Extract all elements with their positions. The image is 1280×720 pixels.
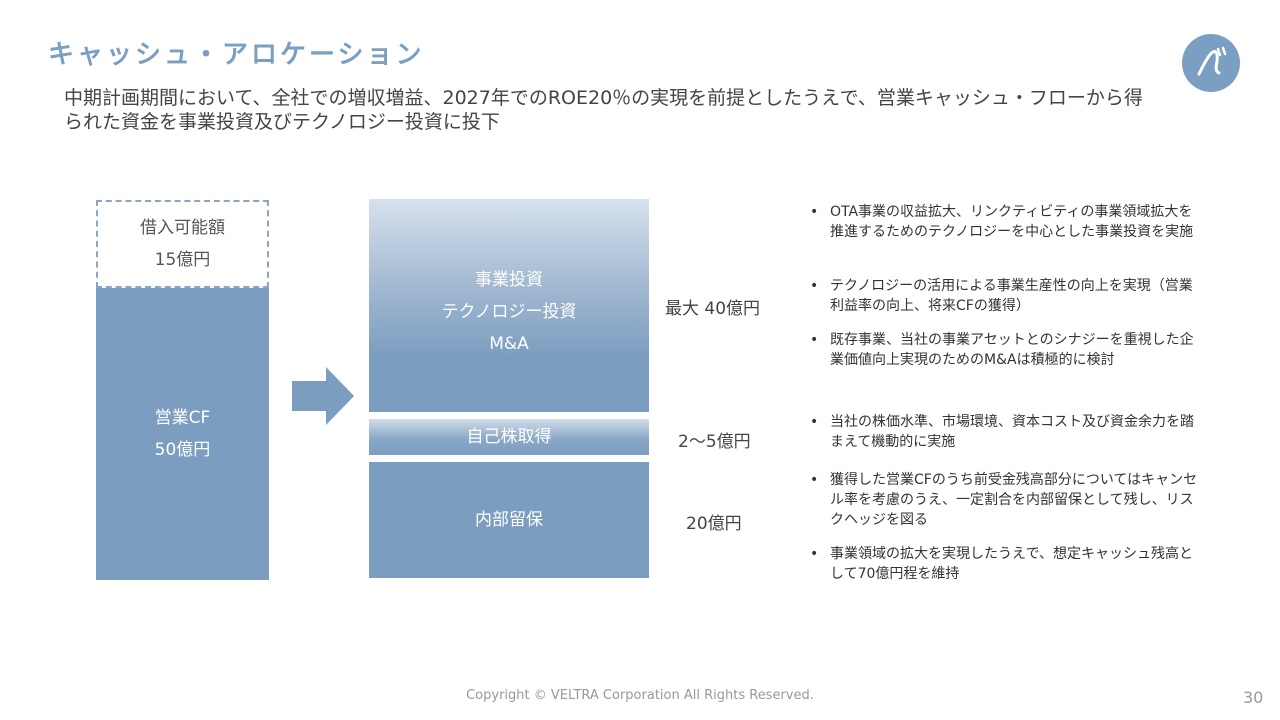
operating-cf-amount: 50億円 [154, 440, 211, 460]
investment-amount: 最大 40億円 [665, 299, 761, 319]
retained-earnings-label: 内部留保 [475, 510, 543, 530]
investment-line-ma: M&A [489, 333, 529, 354]
investment-line-technology: テクノロジー投資 [441, 301, 577, 322]
investment-box: 事業投資 テクノロジー投資 M&A [369, 199, 649, 412]
bullet-marker: • [810, 546, 819, 562]
operating-cf-label: 営業CF [154, 408, 211, 428]
retained-earnings-box: 内部留保 [369, 462, 649, 578]
list-item: • 当社の株価水準、市場環境、資本コスト及び資金余力を踏まえて機動的に実施 [810, 414, 1194, 450]
page-subtitle: 中期計画期間において、全社での増収増益、2027年でのROE20％の実現を前提と… [64, 87, 1143, 133]
list-item: • 既存事業、当社の事業アセットとのシナジーを重視した企業価値向上実現のためのM… [810, 332, 1194, 368]
borrowing-capacity-box: 借入可能額 15億円 [96, 200, 269, 288]
veltra-logo-icon [1182, 34, 1240, 92]
bullet-marker: • [810, 414, 819, 430]
share-buyback-amount: 2〜5億円 [678, 432, 751, 452]
bullet-marker: • [810, 278, 819, 294]
bullet-marker: • [810, 332, 819, 348]
borrowing-capacity-label: 借入可能額 [140, 218, 225, 238]
list-item: • 獲得した営業CFのうち前受金残高部分についてはキャンセル率を考慮のうえ、一定… [810, 472, 1198, 528]
right-arrow-icon [292, 367, 354, 425]
list-item: • 事業領域の拡大を実現したうえで、想定キャッシュ残高として70億円程を維持 [810, 546, 1194, 582]
bullet-marker: • [810, 204, 819, 220]
copyright-footer: Copyright © VELTRA Corporation All Right… [466, 688, 814, 703]
page-title: キャッシュ・アロケーション [48, 40, 425, 70]
page-number: 30 [1243, 688, 1264, 707]
list-item: • テクノロジーの活用による事業生産性の向上を実現（営業利益率の向上、将来CFの… [810, 278, 1193, 314]
retained-earnings-amount: 20億円 [686, 514, 742, 534]
operating-cf-box: 営業CF 50億円 [96, 288, 269, 580]
borrowing-capacity-amount: 15億円 [154, 250, 211, 270]
list-item: • OTA事業の収益拡大、リンクティビティの事業領域拡大を推進するためのテクノロ… [810, 204, 1194, 240]
share-buyback-box: 自己株取得 [369, 419, 649, 455]
share-buyback-label: 自己株取得 [466, 427, 552, 447]
investment-line-business: 事業投資 [475, 269, 543, 290]
bullet-marker: • [810, 472, 819, 488]
